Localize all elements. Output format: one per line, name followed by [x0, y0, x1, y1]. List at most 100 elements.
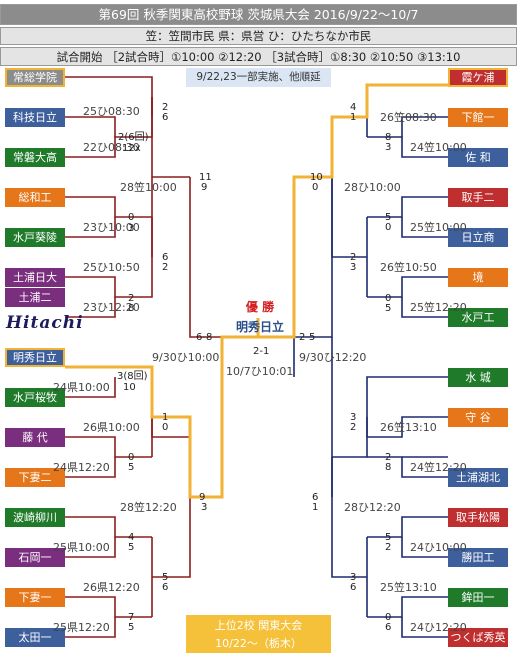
- right-team-3: 佐 和: [448, 148, 508, 167]
- score-s20: 9: [199, 492, 206, 503]
- game-time-r13: 24ひ12:20: [410, 621, 467, 634]
- score-s28: 2-1: [253, 346, 270, 357]
- right-team-10: 土浦湖北: [448, 468, 508, 487]
- game-time-l11: 28笠12:20: [120, 501, 177, 514]
- game-time-l10: 24県12:20: [53, 461, 110, 474]
- score-t13: 2-5: [299, 332, 316, 343]
- score-s2: 6: [162, 112, 169, 123]
- left-bracket-line-20: [65, 516, 152, 538]
- score-t19: 1: [312, 502, 319, 513]
- footer-line-1: 上位2校 関東大会: [214, 619, 303, 632]
- left-bracket-line-22: [65, 596, 152, 618]
- left-bracket-line-7: [65, 297, 116, 318]
- score-s14: 3(8回): [117, 371, 148, 382]
- right-bracket-line-22: [331, 457, 367, 578]
- score-t7: 5: [385, 212, 392, 223]
- left-team-1: 常総学院: [5, 68, 65, 87]
- game-time-r3: 28ひ10:00: [344, 181, 401, 194]
- game-time-l6: 23ひ12:20: [83, 301, 140, 314]
- game-time-r11: 24ひ10:00: [410, 541, 467, 554]
- score-t14: 3: [350, 412, 357, 423]
- footer-line-2: 10/22～（栃木）: [215, 637, 302, 650]
- right-bracket-line-13: [367, 416, 448, 438]
- score-s1: 2: [162, 102, 169, 113]
- score-s25: 6: [162, 582, 169, 593]
- score-s12: 8: [128, 303, 135, 314]
- right-bracket-line-6: [367, 276, 448, 298]
- right-bracket-line-15: [367, 456, 448, 478]
- left-team-4: 総和工: [5, 188, 65, 207]
- left-bracket-line-11: [151, 97, 190, 178]
- right-bracket-line-4: [367, 196, 448, 218]
- left-team-6: 土浦日大: [5, 268, 65, 287]
- venue-legend: 笠：笠間市民 県：県営 ひ：ひたちなか市民: [0, 27, 517, 45]
- game-time-l8: 24県10:00: [53, 381, 110, 394]
- left-bracket-line-21: [65, 537, 116, 558]
- score-t10: 3: [350, 262, 357, 273]
- right-bracket-line-10: [331, 116, 367, 177]
- left-team-12: 波崎柳川: [5, 508, 65, 527]
- game-time-l3: 28笠10:00: [120, 181, 177, 194]
- left-team-10: 藤 代: [5, 428, 65, 447]
- game-time-r4: 25笠10:00: [410, 221, 467, 234]
- game-time-r2: 24笠10:00: [410, 141, 467, 154]
- right-bracket-line-16: [332, 417, 368, 458]
- score-s22: 4: [128, 532, 135, 543]
- right-bracket-line-1: [401, 116, 448, 137]
- left-bracket-line-18: [65, 457, 116, 478]
- right-bracket-line-7: [401, 297, 448, 318]
- game-time-l1: 25ひ08:30: [83, 105, 140, 118]
- left-team-8: 明秀日立: [5, 348, 65, 367]
- left-bracket-line-14: [189, 177, 222, 338]
- tournament-title: 第69回 秋季関東高校野球 茨城県大会 2016/9/22～10/7: [0, 4, 517, 25]
- score-t20: 5: [385, 532, 392, 543]
- game-time-r5: 26笠10:50: [380, 261, 437, 274]
- score-t3: 8: [385, 132, 392, 143]
- score-t18: 6: [312, 492, 319, 503]
- score-s8: 3: [128, 223, 135, 234]
- score-s11: 2: [128, 293, 135, 304]
- game-time-l5: 25ひ10:50: [83, 261, 140, 274]
- score-s7: 0: [128, 212, 135, 223]
- game-time-r6: 25笠12:20: [410, 301, 467, 314]
- score-s23: 5: [128, 542, 135, 553]
- score-t22: 3: [350, 572, 357, 583]
- score-t5: 10: [310, 172, 323, 183]
- score-s26: 7: [128, 612, 135, 623]
- left-team-14: 下妻一: [5, 588, 65, 607]
- score-t11: 0: [385, 293, 392, 304]
- game-time-r10: 28ひ12:20: [344, 501, 401, 514]
- right-team-8: 水 城: [448, 368, 508, 387]
- score-s24: 5: [162, 572, 169, 583]
- score-t23: 6: [350, 582, 357, 593]
- score-s9: 6: [162, 252, 169, 263]
- game-time-l9: 26県10:00: [83, 421, 140, 434]
- game-time-l4: 23ひ10:00: [83, 221, 140, 234]
- score-t4: 3: [385, 142, 392, 153]
- left-team-15: 太田一: [5, 628, 65, 647]
- game-time-l2: 22ひ08:30: [83, 141, 140, 154]
- left-bracket-line-17: [65, 436, 152, 458]
- score-t16: 2: [385, 452, 392, 463]
- score-t8: 0: [385, 222, 392, 233]
- right-team-13: 鉾田一: [448, 588, 508, 607]
- game-time-r1: 26笠08:30: [380, 111, 437, 124]
- score-t12: 5: [385, 303, 392, 314]
- game-time-l13: 26県12:20: [83, 581, 140, 594]
- score-t25: 6: [385, 622, 392, 633]
- right-team-12: 勝田工: [448, 548, 508, 567]
- champion-team: 明秀日立: [235, 320, 284, 334]
- champion-label: 優 勝: [245, 300, 275, 314]
- score-s5: 11: [199, 172, 212, 183]
- score-s18: 0: [128, 452, 135, 463]
- score-s4: 12x: [122, 143, 141, 154]
- game-time-r8: 26笠13:10: [380, 421, 437, 434]
- right-team-1: 霞ケ浦: [448, 68, 508, 87]
- left-bracket-line-1: [65, 116, 116, 137]
- score-t21: 2: [385, 542, 392, 553]
- right-bracket-line-20: [401, 617, 448, 638]
- score-s13: 6-8: [196, 332, 213, 343]
- left-bracket-line-23: [65, 617, 116, 638]
- kanto-qualifier-box: 上位2校 関東大会 10/22～（栃木）: [186, 615, 331, 653]
